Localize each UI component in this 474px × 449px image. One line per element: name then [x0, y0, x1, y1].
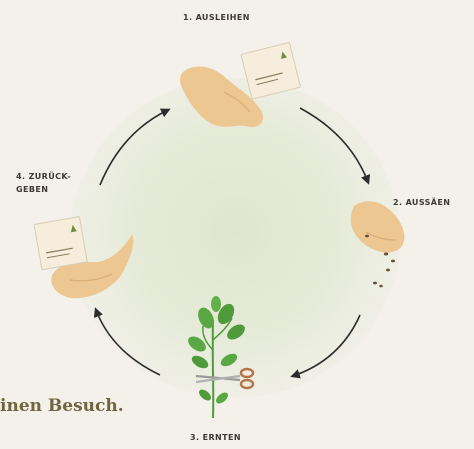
- step-3-label: 3. ERNTEN: [190, 433, 241, 442]
- plant-with-scissors-icon: [185, 296, 247, 418]
- arrow-return-to-borrow: [100, 110, 168, 185]
- arrow-sow-to-harvest: [293, 315, 360, 376]
- hand-returning-packet-icon: [34, 217, 133, 299]
- step-4-label: 4. ZURÜCK- GEBEN: [16, 170, 71, 196]
- step-2-label: 2. AUSSÄEN: [393, 198, 450, 207]
- step-1-label: 1. AUSLEIHEN: [183, 13, 250, 22]
- step-4-label-line2: GEBEN: [16, 183, 71, 196]
- hand-sowing-seeds-icon: [351, 201, 405, 287]
- visit-tagline: inen Besuch.: [0, 396, 124, 416]
- scissors-icon: [196, 369, 253, 388]
- arrow-borrow-to-sow: [300, 108, 368, 182]
- step-4-label-line1: 4. ZURÜCK-: [16, 170, 71, 183]
- hand-with-seed-packet-icon: [180, 42, 301, 127]
- arrow-harvest-to-return: [96, 310, 160, 375]
